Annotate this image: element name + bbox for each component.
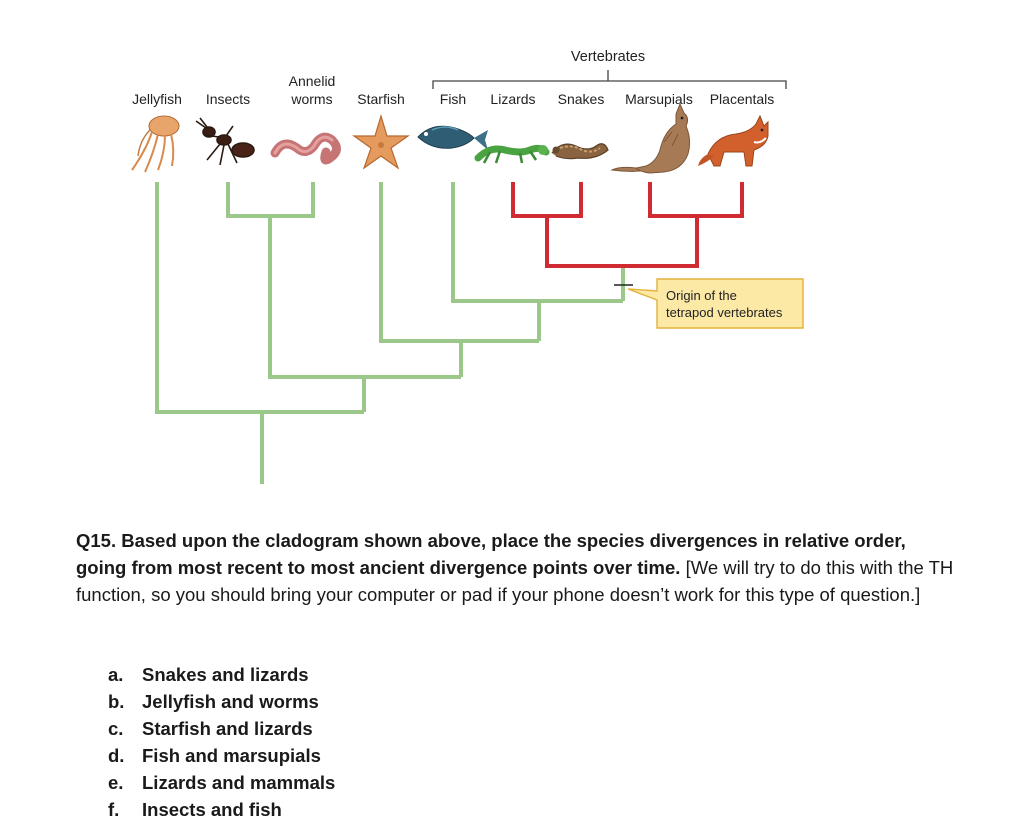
lizard-icon [474,144,550,164]
taxon-label-fish: Fish [440,91,466,107]
taxon-label-jellyfish: Jellyfish [132,91,182,107]
taxon-label-insects: Insects [206,91,250,107]
branch-starfish [379,182,539,343]
branch-fish [451,182,623,303]
option-f: f. Insects and fish [108,796,335,823]
fox-icon [698,114,769,167]
snake-icon [551,143,609,160]
option-letter: a. [108,664,124,685]
fish-icon [417,125,488,150]
option-a: a. Snakes and lizards [108,661,335,688]
option-c: c. Starfish and lizards [108,715,335,742]
question-text: Q15. Based upon the cladogram shown abov… [76,527,956,608]
taxa-labels: Jellyfish Insects Annelid worms Starfish… [132,73,774,107]
option-letter: b. [108,691,125,712]
red-branches [511,182,744,268]
starfish-icon [352,113,410,170]
option-text: Fish and marsupials [142,745,321,766]
jellyfish-icon [131,115,180,173]
option-letter: f. [108,799,120,820]
vertebrates-bracket [432,70,787,89]
taxon-label-placentals: Placentals [710,91,775,107]
option-text: Starfish and lizards [142,718,313,739]
taxon-label-starfish: Starfish [357,91,404,107]
option-letter: e. [108,772,124,793]
cladogram: Vertebrates Jellyfish Insects Annelid wo… [131,49,804,484]
kangaroo-icon [610,102,691,174]
branch-protostome-stem [268,216,461,379]
question-bold-text: Q15. Based upon the cladogram shown abov… [76,530,906,578]
option-text: Jellyfish and worms [142,691,319,712]
option-d: d. Fish and marsupials [108,742,335,769]
green-branches [155,182,625,484]
option-text: Insects and fish [142,799,282,820]
branch-marsupials-placentals [648,182,744,218]
option-letter: d. [108,745,125,766]
branch-jellyfish [155,182,364,414]
taxon-label-lizards: Lizards [490,91,535,107]
answer-options-list: a. Snakes and lizards b. Jellyfish and wor… [108,661,335,823]
taxon-label-marsupials: Marsupials [625,91,693,107]
taxon-label-annelid: Annelid [289,73,336,89]
worm-icon [270,132,341,165]
callout-line-1: Origin of the [666,288,737,303]
option-text: Snakes and lizards [142,664,309,685]
option-text: Lizards and mammals [142,772,336,793]
branch-lizards-snakes [511,182,583,218]
taxon-label-snakes: Snakes [558,91,605,107]
branch-insects-worms [226,182,315,218]
callout-line-2: tetrapod vertebrates [666,305,783,320]
option-e: e. Lizards and mammals [108,769,335,796]
taxon-label-worms: worms [290,91,332,107]
vertebrates-clade-label: Vertebrates [571,49,645,65]
branch-tetrapod-node [545,216,699,268]
tetrapod-origin-callout: Origin of the tetrapod vertebrates [627,278,804,329]
option-letter: c. [108,718,124,739]
ant-icon [195,117,255,166]
question-note-text: [We will try to do this with the TH func… [76,557,954,605]
option-b: b. Jellyfish and worms [108,688,335,715]
